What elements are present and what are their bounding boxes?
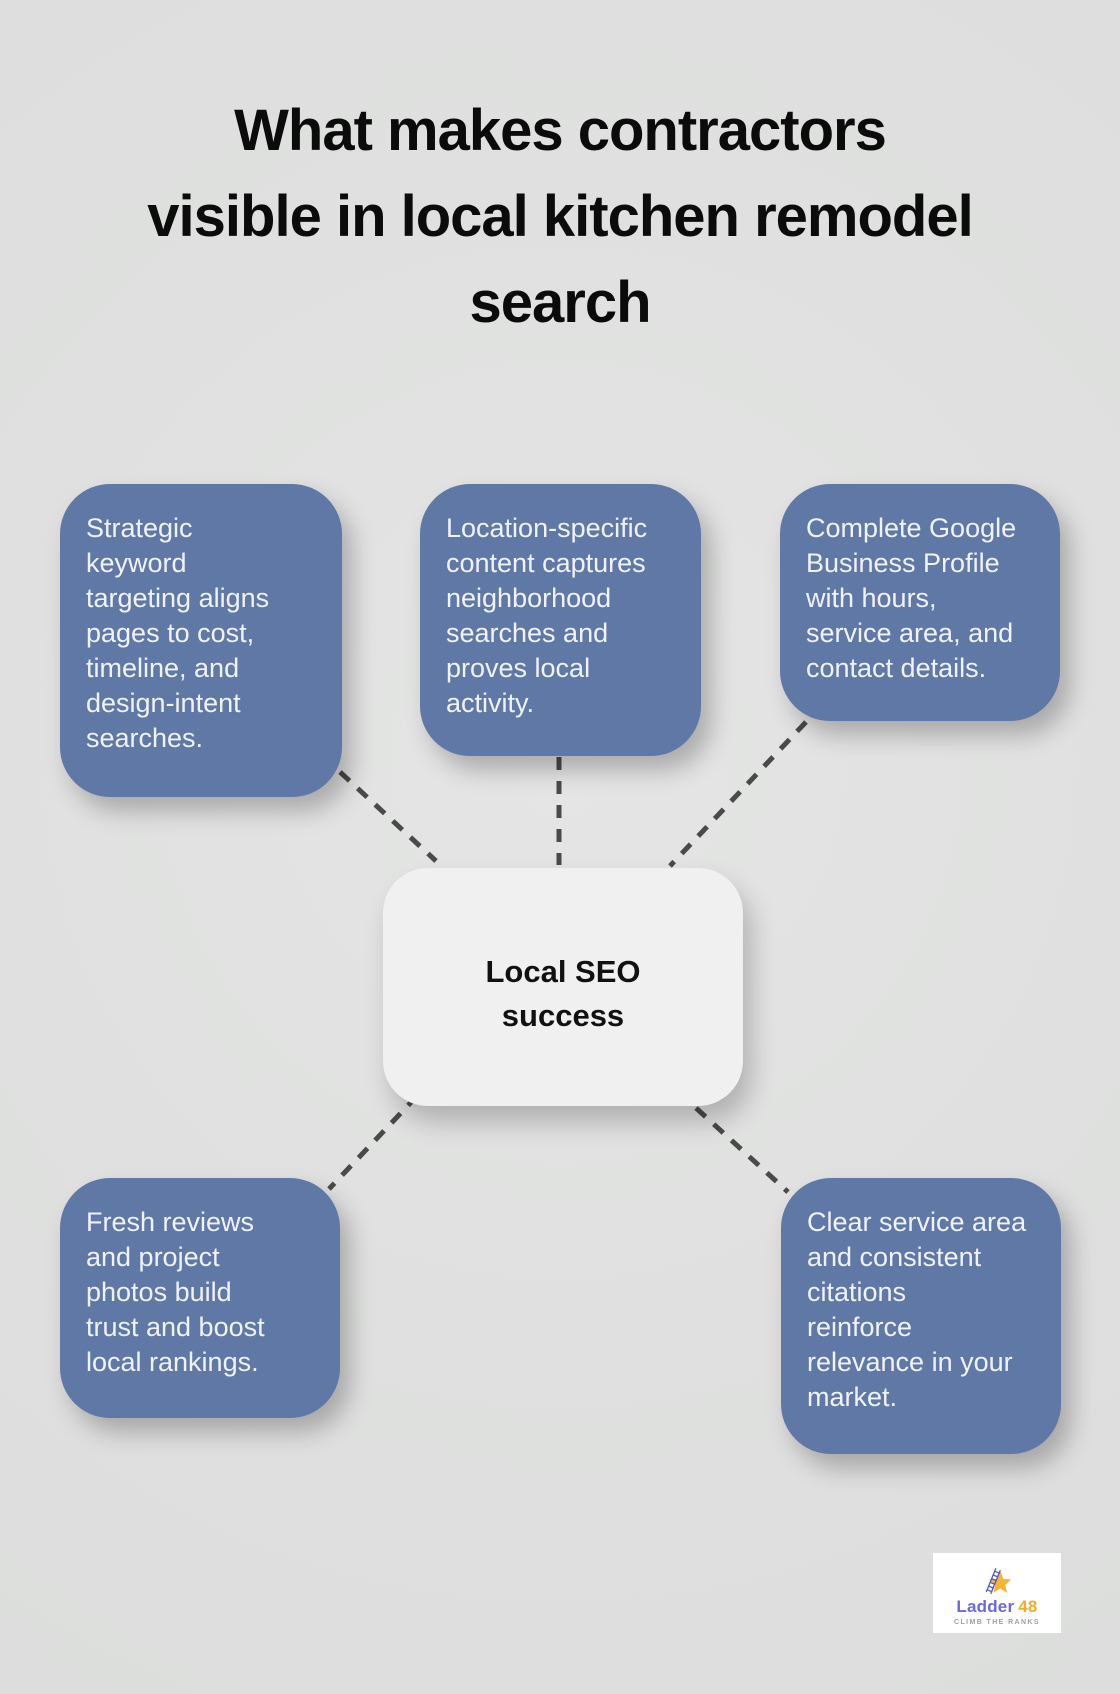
node-service-area-citations: Clear service area and consistent citati… [781, 1178, 1061, 1454]
logo-tagline: CLIMB THE RANKS [954, 1618, 1040, 1626]
node-location-content-text: Location-specific content captures neigh… [446, 513, 648, 718]
center-node-label: Local SEO success [485, 954, 641, 1033]
node-location-content: Location-specific content captures neigh… [420, 484, 701, 756]
node-reviews-photos: Fresh reviews and project photos build t… [60, 1178, 340, 1418]
center-node: Local SEO success [383, 868, 743, 1106]
connector-keyword-targeting [338, 770, 438, 863]
ladder-shape [985, 1567, 1001, 1594]
star-shape [989, 1570, 1012, 1593]
node-google-business-profile: Complete Google Business Profile with ho… [780, 484, 1060, 721]
logo-brand-word: Ladder [956, 1596, 1015, 1616]
page-title: What makes contractors visible in local … [147, 98, 973, 335]
node-google-business-profile-text: Complete Google Business Profile with ho… [806, 513, 1017, 683]
node-keyword-targeting: Strategic keyword targeting aligns pages… [60, 484, 342, 797]
node-keyword-targeting-text: Strategic keyword targeting aligns pages… [86, 513, 270, 753]
connector-service-area-citations [694, 1106, 790, 1194]
connector-google-business-profile [668, 720, 808, 868]
logo-brand-number: 48 [1018, 1596, 1038, 1616]
node-reviews-photos-text: Fresh reviews and project photos build t… [86, 1207, 265, 1377]
node-service-area-citations-text: Clear service area and consistent citati… [807, 1207, 1027, 1412]
connector-reviews-photos [327, 1094, 419, 1191]
ladder-star-icon [985, 1567, 1012, 1594]
